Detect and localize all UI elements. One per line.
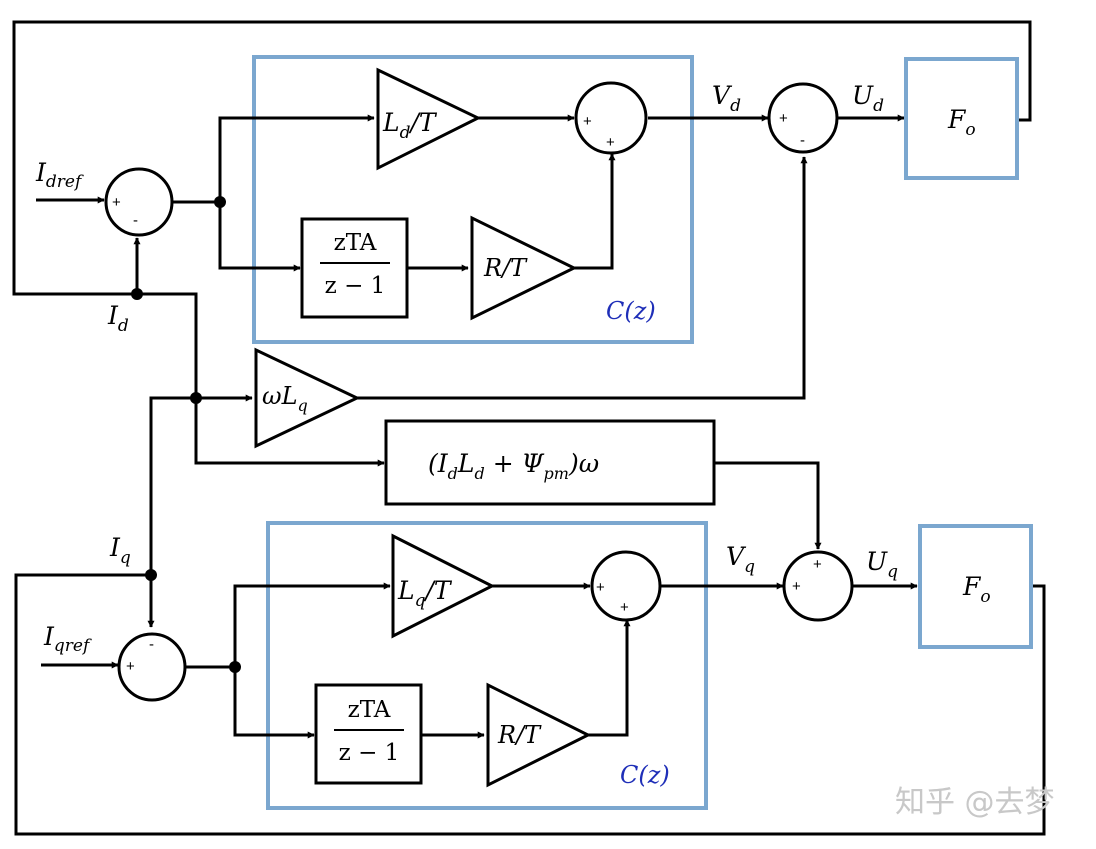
sign-sumd1-minus: -	[133, 212, 138, 229]
sign-sumd3-plus: +	[779, 110, 788, 127]
label-r-over-t-d: R/T	[483, 254, 528, 282]
label-vq: Vq	[726, 542, 755, 577]
label-vd: Vd	[712, 81, 741, 116]
junction-id	[131, 288, 143, 300]
sign-sumq1-plus: +	[126, 658, 135, 675]
wire-flux-to-sumq	[714, 461, 822, 550]
label-r-over-t-q: R/T	[497, 721, 542, 749]
label-fo-d: Fo	[947, 105, 976, 140]
sign-sumd1-plus: +	[112, 194, 121, 211]
wire-rt-q-to-sum	[588, 619, 631, 737]
gain-lq-over-t	[391, 533, 496, 639]
integrator-block-d	[300, 217, 409, 319]
junction-iq	[145, 569, 157, 581]
wire-fo-q-feedback	[14, 573, 1046, 836]
gain-r-over-t-q	[486, 682, 592, 788]
label-ld-over-t: Ld/T	[382, 108, 438, 143]
sum-d-pi	[574, 81, 648, 155]
label-uq: Uq	[866, 547, 898, 582]
integrator-block-q	[314, 683, 423, 785]
sign-sumq3-plus-top: +	[813, 556, 822, 573]
label-omega-lq: ωLq	[262, 382, 308, 415]
integrator-num-d: zTA	[334, 230, 377, 256]
sum-d-out	[767, 82, 839, 154]
integrator-num-q: zTA	[348, 697, 391, 723]
label-fo-q: Fo	[962, 572, 991, 607]
junction-id-flux	[190, 392, 202, 404]
controller-frame-d	[252, 55, 694, 344]
sign-sumd3-minus: -	[800, 132, 805, 149]
sum-q-out	[782, 550, 854, 622]
label-lq-over-t: Lq/T	[397, 576, 453, 611]
label-iq: Iq	[109, 533, 131, 568]
watermark: 知乎 @去梦	[895, 785, 1055, 820]
sum-d-error	[104, 167, 174, 237]
plant-fo-d	[904, 57, 1019, 180]
wire-d-lower-branch	[218, 202, 301, 272]
wire-id-to-flux	[137, 292, 385, 467]
flux-block	[384, 419, 716, 506]
wire-q-upper-branch	[233, 582, 391, 667]
gain-r-over-t-d	[470, 215, 578, 321]
sum-q-error	[117, 632, 187, 702]
wire-rt-d-to-sum	[574, 153, 616, 270]
gain-ld-over-t	[376, 67, 482, 171]
label-ud: Ud	[852, 81, 884, 116]
gain-omega-lq	[254, 347, 361, 449]
integrator-den-d: z − 1	[325, 273, 386, 299]
wire-fo-d-feedback	[12, 20, 1032, 296]
label-controller-d: C(z)	[606, 297, 656, 325]
wire-wlq-to-sumd	[357, 156, 808, 400]
integrator-den-q: z − 1	[339, 740, 400, 766]
sign-sumq1-minus: -	[149, 636, 154, 653]
junction-q-branch	[229, 661, 241, 673]
wire-q-lower-branch	[233, 667, 315, 739]
sign-sumq2-plus-bottom: +	[620, 599, 629, 616]
sign-sumq3-plus-left: +	[792, 578, 801, 595]
sum-q-pi	[590, 550, 662, 622]
label-flux-block: (IdLd + Ψpm)ω	[428, 449, 599, 483]
label-idref: Idref	[35, 158, 84, 192]
sign-sumd2-plus-bottom: +	[606, 134, 615, 151]
controller-frame-q	[266, 521, 708, 810]
label-id: Id	[107, 301, 129, 336]
sign-sumq2-plus-left: +	[596, 579, 605, 596]
wire-d-upper-branch	[218, 114, 375, 202]
sign-sumd2-plus-left: +	[583, 113, 592, 130]
label-controller-q: C(z)	[620, 761, 670, 789]
label-iqref: Iqref	[43, 622, 92, 656]
wire-iq-to-wlq	[149, 394, 253, 575]
plant-fo-q	[918, 524, 1033, 649]
junction-d-branch	[214, 196, 226, 208]
